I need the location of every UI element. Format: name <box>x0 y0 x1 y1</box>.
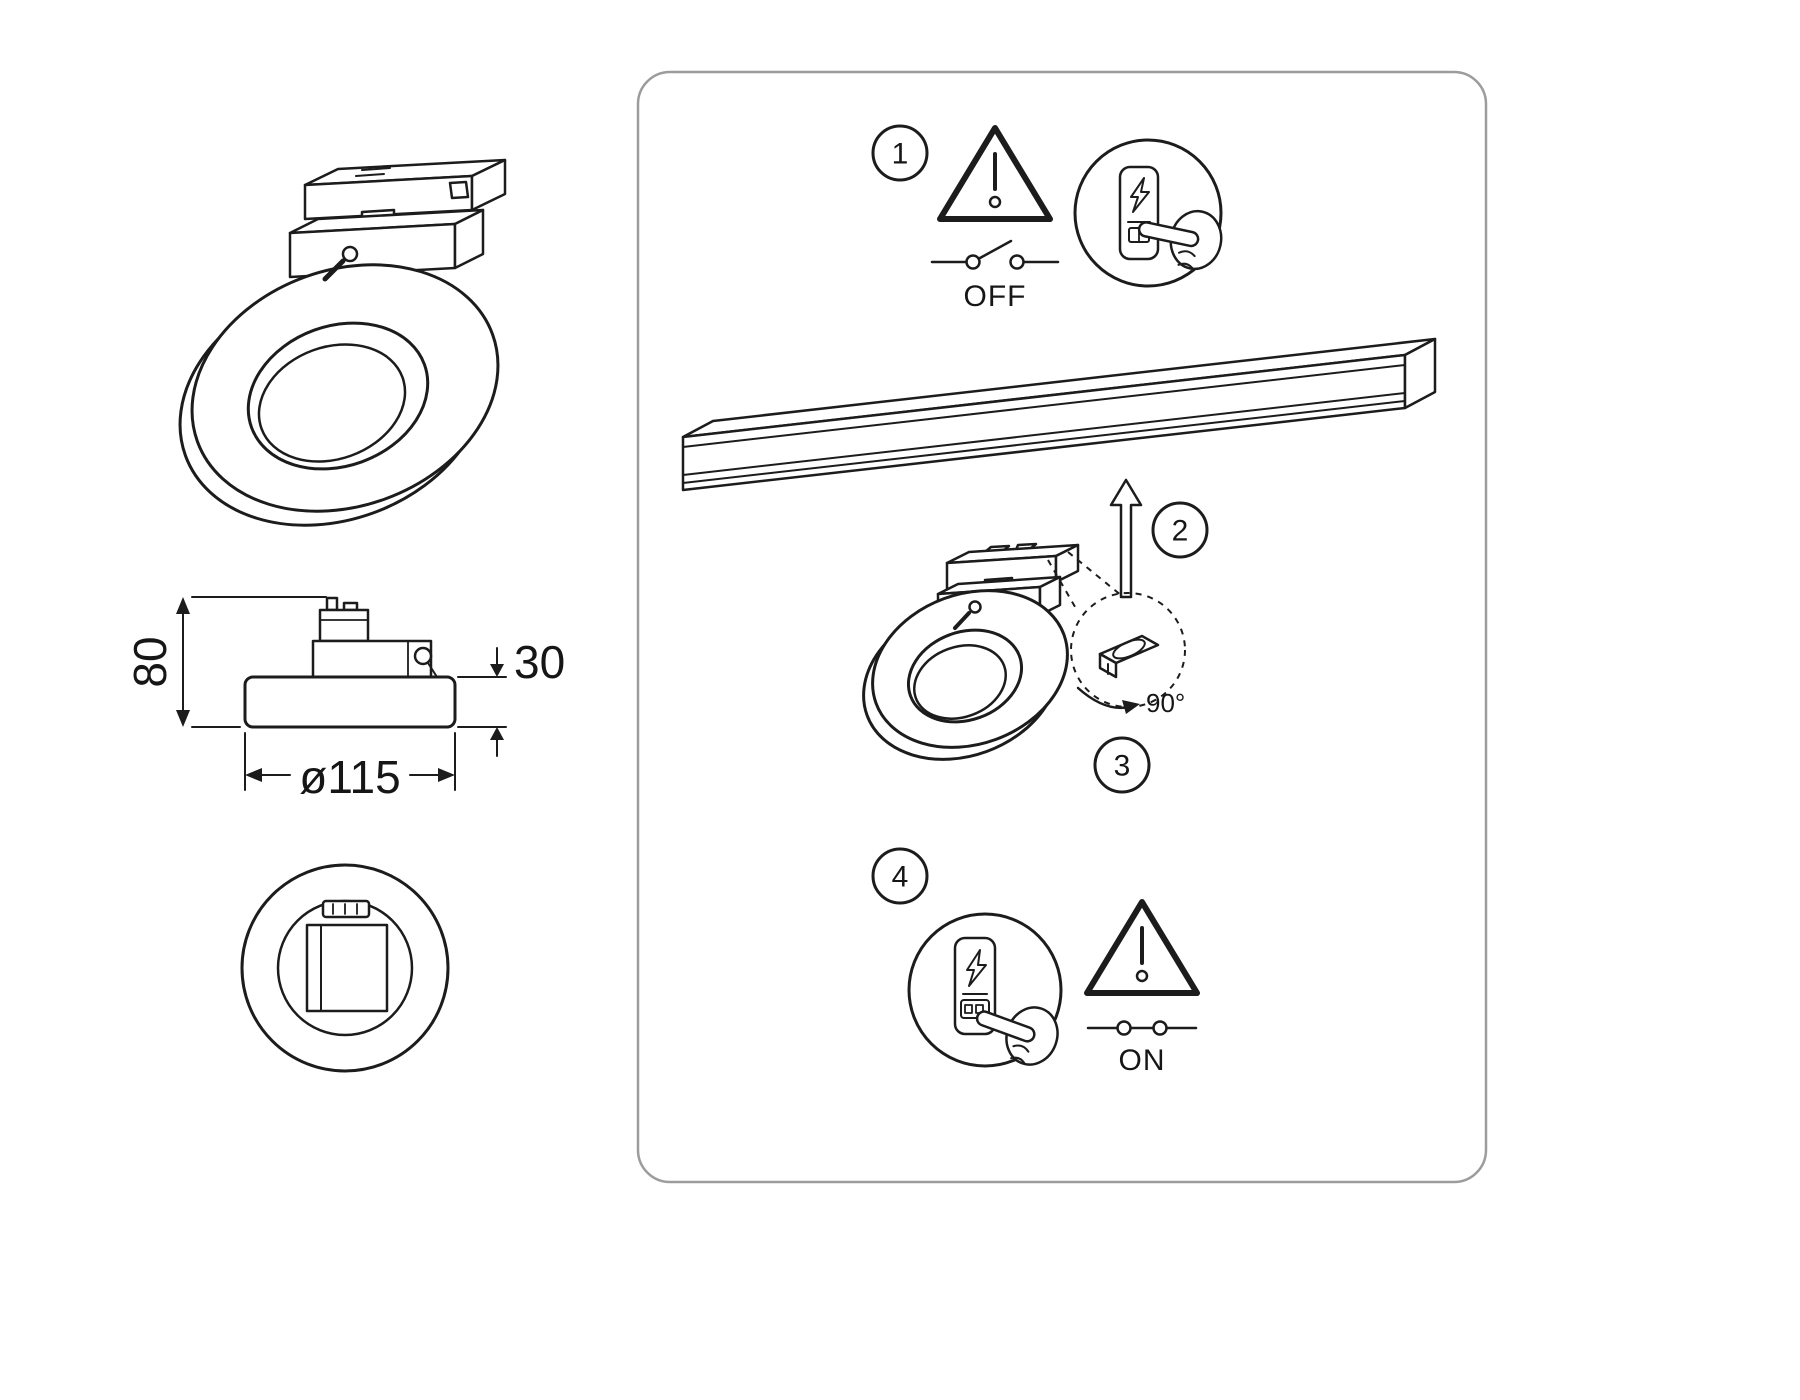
step-2: 2 <box>1109 478 1209 599</box>
step-3-number: 3 <box>1114 750 1131 783</box>
switch-off-symbol: OFF <box>930 239 1060 313</box>
arrowhead <box>245 768 262 782</box>
step-4-badge <box>871 847 929 905</box>
power-on-hand-icon <box>907 912 1063 1068</box>
step-1-badge <box>871 124 929 182</box>
thickness-value: 30 <box>514 636 565 688</box>
adapter-latch <box>448 180 470 200</box>
arrowhead <box>176 710 190 727</box>
bottom-view <box>240 863 450 1073</box>
bottom-connector <box>321 899 371 919</box>
step-2-number: 2 <box>1172 515 1189 548</box>
diameter-value: ø115 <box>299 751 400 803</box>
on-label: ON <box>1119 1044 1166 1077</box>
side-disc <box>243 675 457 729</box>
fixture-ring-opening <box>912 644 1008 720</box>
track-end-face <box>1403 337 1437 410</box>
arrowhead <box>438 768 455 782</box>
step-1-number: 1 <box>892 138 909 171</box>
dimension-thickness: 30 <box>457 636 565 757</box>
warning-icon <box>937 125 1053 222</box>
perspective-view <box>178 158 507 527</box>
warning-icon <box>1084 899 1200 996</box>
side-bracket <box>311 639 433 679</box>
pressing-hand <box>1137 209 1223 271</box>
rotation-detail: 90° <box>1047 551 1186 718</box>
off-label: OFF <box>964 280 1027 313</box>
track-rail <box>681 337 1437 492</box>
arrowhead <box>176 597 190 614</box>
pressing-hand <box>975 1006 1059 1066</box>
hinge-screw <box>341 245 359 263</box>
lightning-icon <box>1130 177 1150 213</box>
up-arrow-icon <box>1109 478 1143 599</box>
switch-on-symbol: ON <box>1086 1020 1198 1077</box>
side-screw <box>413 646 433 666</box>
arrowhead <box>1122 700 1140 714</box>
bottom-outer-ring <box>240 863 450 1073</box>
instruction-panel-border <box>636 70 1488 1184</box>
step-3-badge <box>1093 736 1151 794</box>
dimension-diameter: ø115 <box>244 732 456 803</box>
power-off-hand-icon <box>1073 138 1223 288</box>
arrowhead <box>490 727 504 740</box>
step-2-badge <box>1151 501 1209 559</box>
rotation-arrow <box>1076 686 1131 710</box>
switch-plate <box>1118 165 1160 261</box>
ring-opening <box>257 343 407 463</box>
bottom-bracket <box>305 923 389 1013</box>
step-1: 1 OFF <box>871 124 1223 313</box>
fixture-screw <box>968 600 982 614</box>
bottom-inner-ring <box>276 899 414 1037</box>
side-prong <box>325 596 339 612</box>
adapter-right-face <box>470 158 507 212</box>
step-3: 90° 3 <box>862 542 1186 794</box>
switch-toggle <box>960 999 990 1019</box>
plate-right-face <box>453 208 485 270</box>
side-adapter <box>318 608 370 643</box>
rotation-value: 90° <box>1146 688 1185 718</box>
lightning-icon <box>966 949 987 987</box>
step-4-number: 4 <box>892 861 909 894</box>
dimension-view: 80 30 ø115 <box>124 596 565 803</box>
height-value: 80 <box>124 636 176 687</box>
dimension-height: 80 <box>124 596 327 728</box>
step-4: 4 ON <box>871 847 1200 1077</box>
arrowhead <box>490 664 504 677</box>
